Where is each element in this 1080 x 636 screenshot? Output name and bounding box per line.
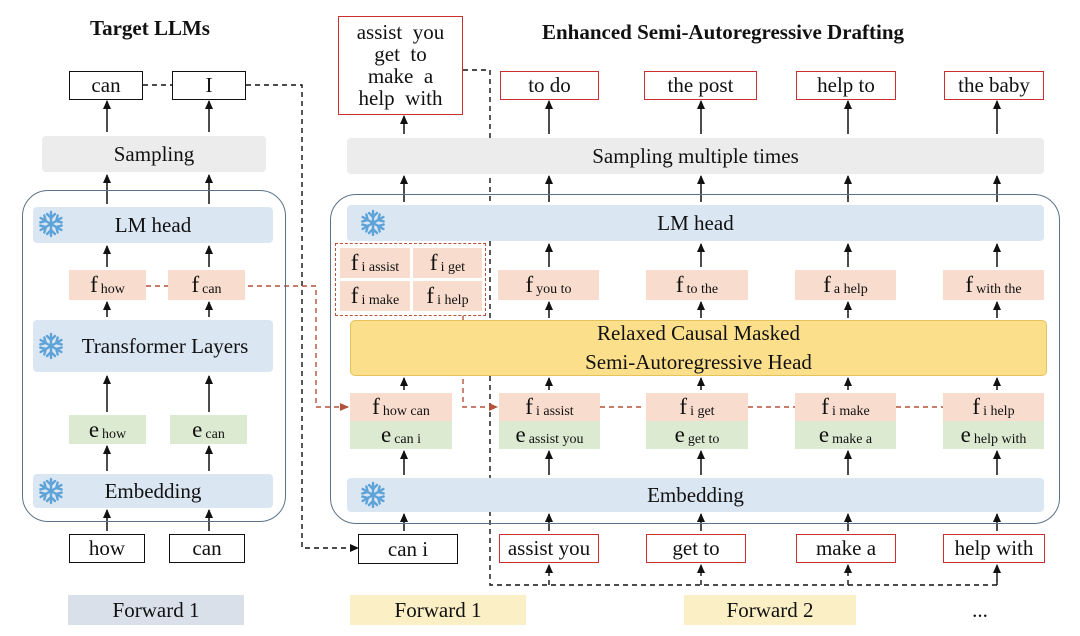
left-title: Target LLMs — [90, 16, 210, 40]
right-output-1: to do — [500, 71, 599, 100]
left-lm-head-bar: LM head — [33, 207, 273, 243]
right-output-4: the baby — [944, 71, 1044, 100]
i-to-can-i-dash — [246, 84, 359, 552]
fcan-to-fhowcan-dash — [230, 285, 349, 411]
head-line: Relaxed Causal Masked — [597, 321, 800, 345]
left-output-i: I — [172, 71, 246, 100]
left-embedding-bar: Embedding — [33, 474, 273, 508]
head-line: Semi-Autoregressive Head — [585, 350, 812, 374]
draft-output-box: assist you get to make a help with — [338, 16, 463, 115]
right-output-3: help to — [796, 71, 896, 100]
right-input-make-a: make a — [796, 534, 896, 563]
target-llm-panel — [22, 190, 286, 522]
left-input-can: can — [169, 534, 245, 563]
snowflake-icon — [36, 331, 66, 361]
right-sampling-bar: Sampling multiple times — [347, 138, 1044, 174]
right-output-2: the post — [644, 71, 757, 100]
embedding-label: Embedding — [647, 482, 744, 507]
snowflake-icon — [36, 209, 66, 239]
embedding-label: Embedding — [104, 478, 202, 503]
draft-output-line: assist you — [356, 20, 445, 44]
right-forward-2-legend: Forward 2 — [684, 595, 856, 625]
lm-head-label: LM head — [657, 210, 734, 235]
right-title: Enhanced Semi-Autoregressive Drafting — [542, 20, 905, 44]
snowflake-icon — [358, 480, 388, 510]
draft-output-line: help with — [358, 86, 443, 110]
lm-head-label: LM head — [114, 212, 192, 237]
draft-output-line: get to — [374, 42, 427, 66]
right-input-help-with: help with — [943, 534, 1045, 563]
ellipsis: ... — [972, 597, 988, 622]
semi-autoregressive-head: Relaxed Causal Masked Semi-Autoregressiv… — [350, 320, 1047, 376]
draft-output-line: make a — [367, 64, 434, 88]
right-input-assist-you: assist you — [499, 534, 599, 563]
drafting-panel — [330, 194, 1060, 524]
right-lm-head-bar: LM head — [347, 205, 1044, 241]
right-forward-1-legend: Forward 1 — [350, 595, 526, 625]
left-output-can: can — [69, 71, 143, 100]
left-sampling-bar: Sampling — [42, 136, 266, 172]
right-input-can-i: can i — [358, 534, 458, 564]
snowflake-icon — [36, 476, 66, 506]
right-input-get-to: get to — [646, 534, 746, 563]
draft-loop-dash — [463, 69, 998, 586]
transformer-layers-bar: Transformer Layers — [33, 320, 273, 372]
snowflake-icon — [358, 208, 388, 238]
left-forward-1-legend: Forward 1 — [68, 595, 244, 625]
right-embedding-bar: Embedding — [347, 478, 1044, 512]
transformer-label: Transformer Layers — [81, 333, 249, 358]
feature-grid — [335, 243, 486, 316]
left-input-how: how — [69, 534, 145, 563]
